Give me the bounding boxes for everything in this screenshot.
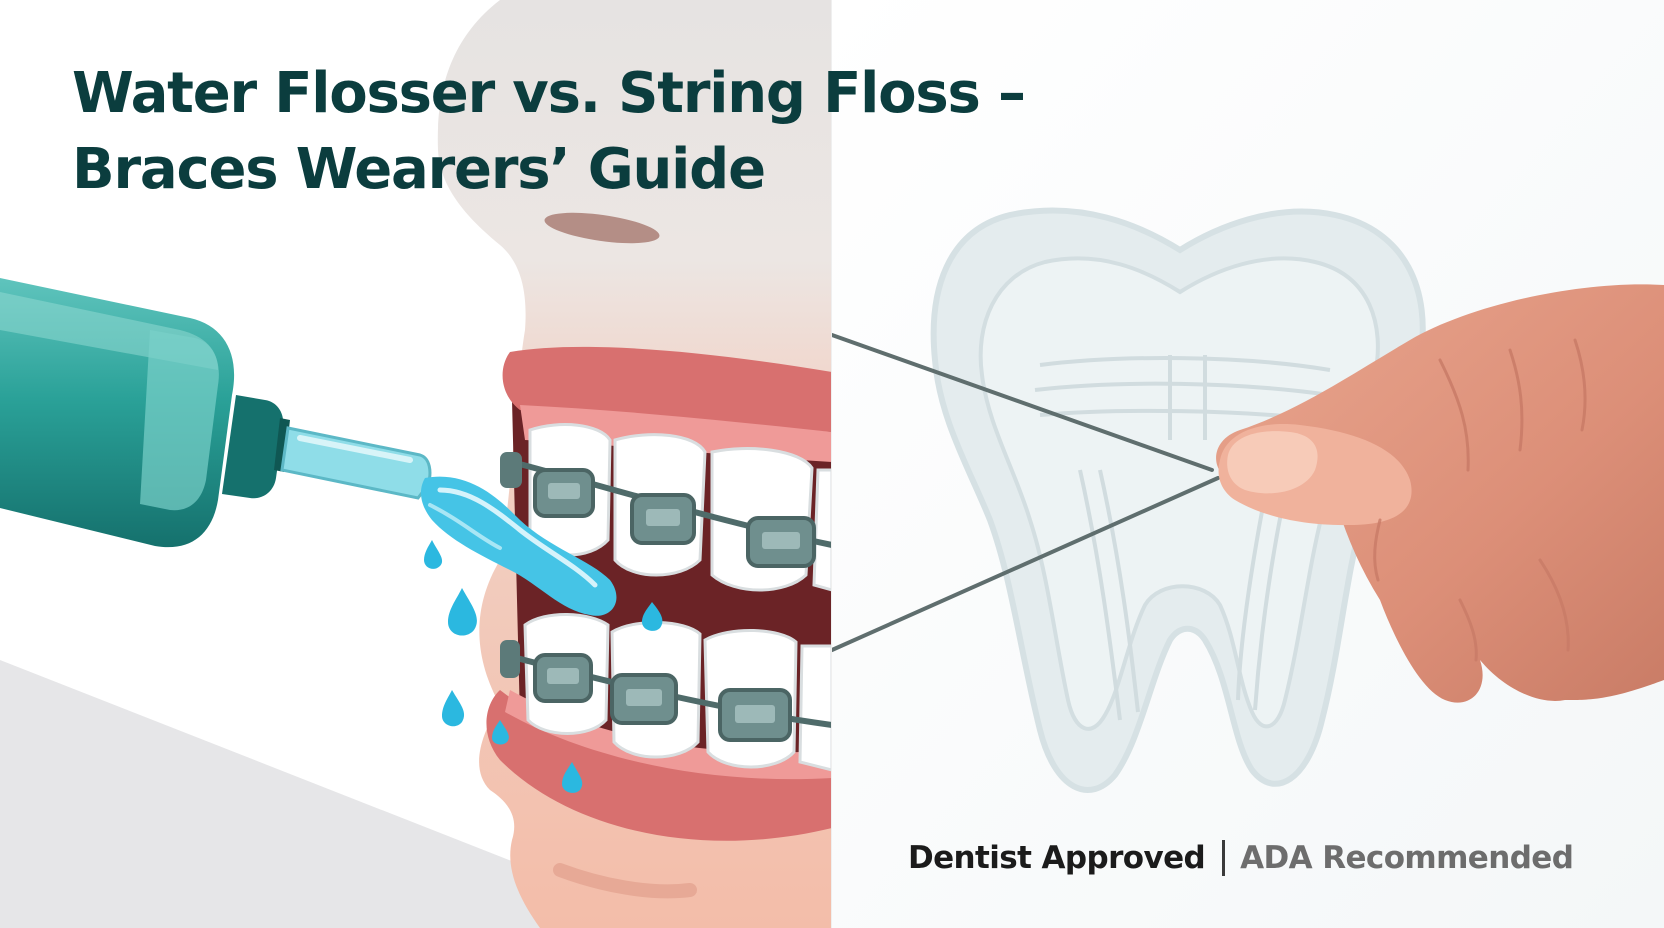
dentist-approved-badge: Dentist Approved xyxy=(908,840,1206,876)
title-line-2: Braces Wearers’ Guide xyxy=(72,137,766,202)
page-title: Water Flosser vs. String Floss – Braces … xyxy=(72,56,1092,208)
floss-strands xyxy=(832,333,1220,652)
water-droplets xyxy=(424,540,663,793)
upper-braces xyxy=(500,452,832,568)
water-flosser-device xyxy=(0,278,432,548)
string-floss-panel xyxy=(832,0,1664,928)
water-flosser-panel xyxy=(0,0,832,928)
endorsement-badges: Dentist Approved ADA Recommended xyxy=(908,836,1574,880)
lower-braces xyxy=(500,640,832,742)
water-jet xyxy=(420,476,617,616)
badge-divider xyxy=(1222,840,1226,876)
hand xyxy=(1216,284,1664,703)
title-line-1: Water Flosser vs. String Floss – xyxy=(72,61,1026,126)
ada-recommended-badge: ADA Recommended xyxy=(1240,840,1574,876)
nostril xyxy=(544,212,660,244)
